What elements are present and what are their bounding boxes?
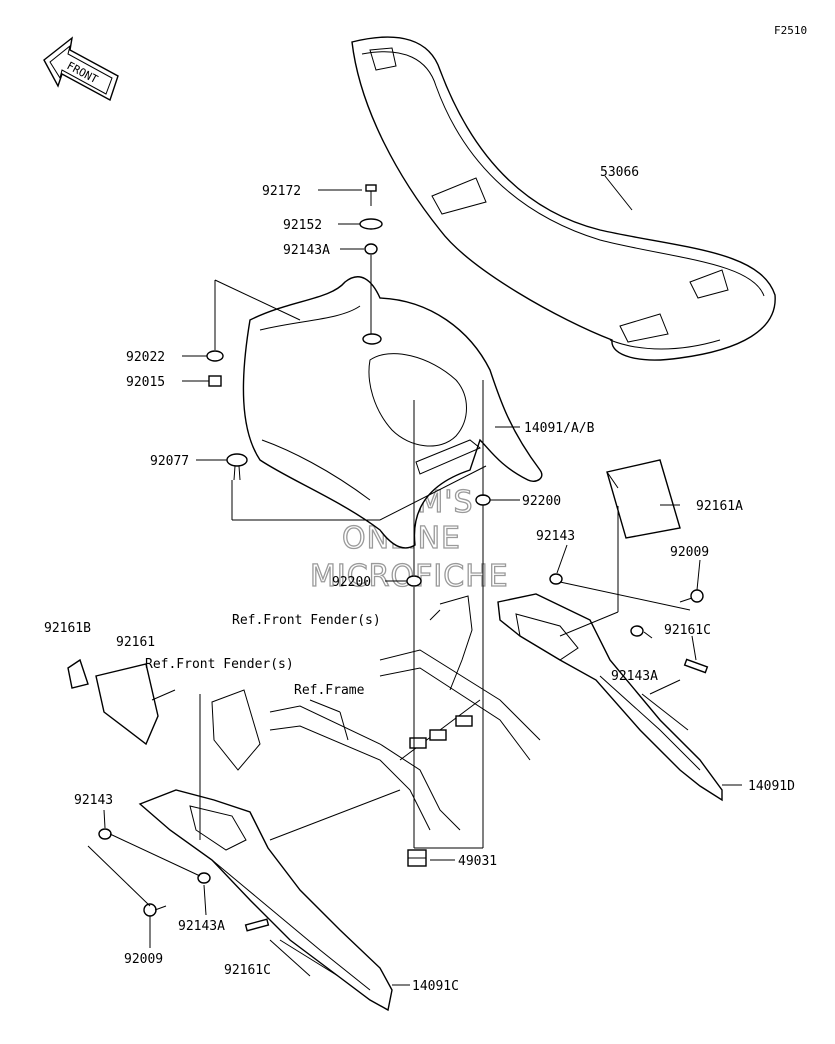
label-92161B: 92161B bbox=[44, 621, 91, 636]
label-14091-A-B: 14091/A/B bbox=[524, 421, 595, 436]
label-92161C-left: 92161C bbox=[224, 963, 271, 978]
label-92009-right: 92009 bbox=[670, 545, 709, 560]
washer-92152 bbox=[359, 218, 383, 230]
label-92077: 92077 bbox=[150, 454, 189, 469]
rear-fender-drawing bbox=[242, 276, 543, 549]
label-53066: 53066 bbox=[600, 165, 639, 180]
label-ref-front-fender-lower: Ref.Front Fender(s) bbox=[145, 657, 294, 672]
label-92161: 92161 bbox=[116, 635, 155, 650]
bolt-92009-right bbox=[679, 589, 704, 603]
collar-92143-left bbox=[98, 828, 112, 840]
label-92022: 92022 bbox=[126, 350, 165, 365]
washer-92022 bbox=[206, 350, 224, 362]
side-cover-left-drawing bbox=[138, 789, 393, 1012]
label-92172: 92172 bbox=[262, 184, 301, 199]
label-92009-left: 92009 bbox=[124, 952, 163, 967]
collar-92143A-left bbox=[197, 872, 211, 884]
collar-92143A-right bbox=[630, 625, 644, 637]
label-14091D: 14091D bbox=[748, 779, 795, 794]
label-92015: 92015 bbox=[126, 375, 165, 390]
label-92143A-top: 92143A bbox=[283, 243, 330, 258]
bolt-92009-left bbox=[143, 903, 167, 917]
label-92143-right: 92143 bbox=[536, 529, 575, 544]
pad-92161 bbox=[95, 663, 159, 746]
nut-92015 bbox=[208, 375, 222, 387]
watermark-line-3: MICROFICHE bbox=[310, 559, 509, 594]
grommet-92200-upper bbox=[475, 494, 491, 506]
frame-drawing bbox=[269, 649, 541, 831]
diagram-code: F2510 bbox=[774, 24, 807, 37]
label-92143A-left: 92143A bbox=[178, 919, 225, 934]
part-labels: 92172 92152 92143A 92022 92015 92077 140… bbox=[44, 165, 795, 994]
label-49031: 49031 bbox=[458, 854, 497, 869]
front-arrow-icon: FRONT bbox=[43, 36, 119, 102]
clip-49031 bbox=[407, 849, 427, 867]
label-92143-left: 92143 bbox=[74, 793, 113, 808]
collar-92143A-top bbox=[364, 243, 378, 255]
rivet-92077 bbox=[226, 453, 248, 481]
pad-92161C-right bbox=[683, 658, 709, 674]
label-92161A: 92161A bbox=[696, 499, 743, 514]
bolt-92172 bbox=[365, 184, 377, 206]
label-92161C-right: 92161C bbox=[664, 623, 711, 638]
ref-front-fender-lower-shape bbox=[211, 689, 261, 771]
label-14091C: 14091C bbox=[412, 979, 459, 994]
label-92200-upper: 92200 bbox=[522, 494, 561, 509]
pad-92161B bbox=[67, 658, 89, 689]
grommet-92200-lower bbox=[406, 575, 422, 587]
ref-front-fender-upper-shape bbox=[439, 595, 473, 691]
label-92200-lower: 92200 bbox=[332, 575, 371, 590]
collar-92143-right bbox=[549, 573, 563, 585]
label-ref-front-fender-upper: Ref.Front Fender(s) bbox=[232, 613, 381, 628]
label-92152: 92152 bbox=[283, 218, 322, 233]
leader-lines bbox=[87, 175, 742, 986]
pad-92161C-left bbox=[244, 918, 270, 932]
label-92143A-right: 92143A bbox=[611, 669, 658, 684]
label-ref-frame: Ref.Frame bbox=[294, 683, 365, 698]
side-cover-right-drawing bbox=[497, 593, 723, 802]
pad-92161A bbox=[606, 459, 681, 539]
seat-drawing bbox=[351, 36, 776, 361]
